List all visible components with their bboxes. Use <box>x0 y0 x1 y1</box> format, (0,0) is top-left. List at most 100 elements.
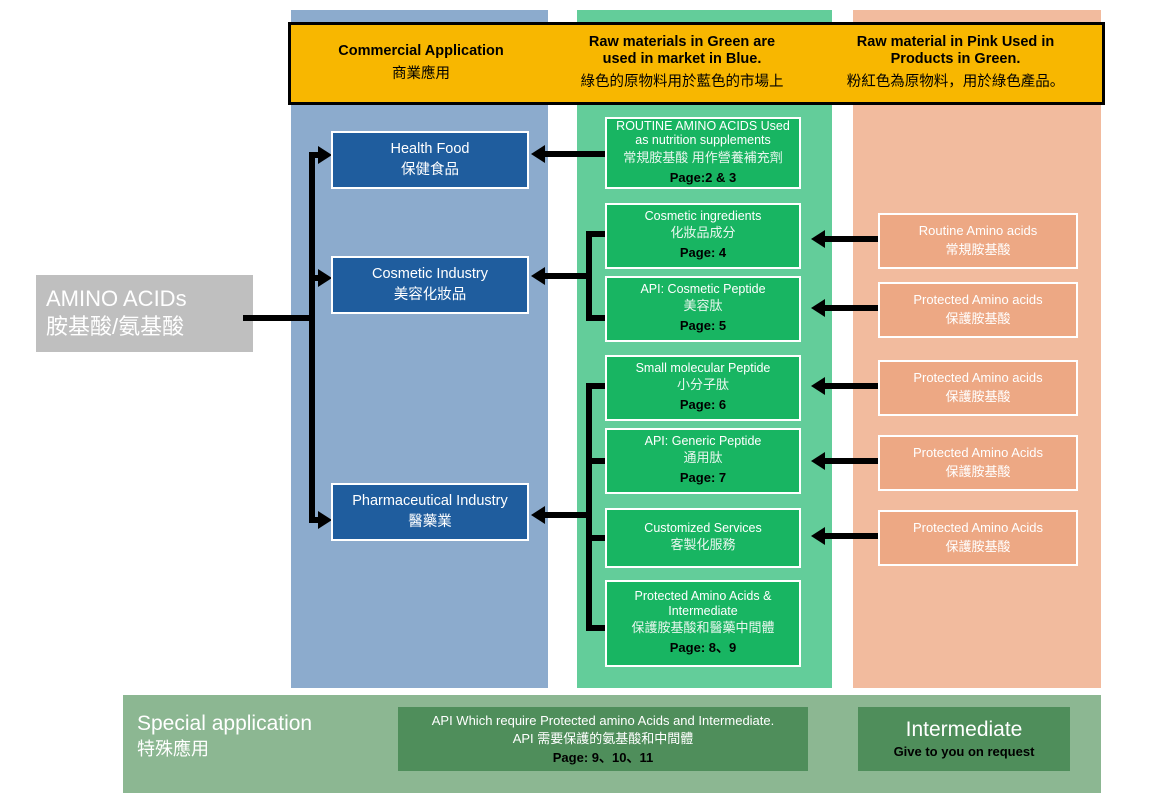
raw-3-zh: 保護胺基酸 <box>945 464 1011 479</box>
special-api-zh: API 需要保護的氨基酸和中間體 <box>512 730 694 746</box>
connector-raw0-to-product1 <box>825 236 880 242</box>
raw-3-en: Protected Amino Acids <box>912 445 1044 460</box>
product-box-protected-amino-acids-intermediate[interactable]: Protected Amino Acids & Intermediate 保護胺… <box>605 580 801 667</box>
arrow-raw1-to-product2-icon <box>811 299 825 317</box>
arrow-to-pharmaceutical-market-icon <box>531 506 545 524</box>
arrow-product0-to-health-food-icon <box>531 145 545 163</box>
raw-material-box-protected-amino-acids-3[interactable]: Protected Amino Acids 保護胺基酸 <box>878 435 1078 491</box>
raw-1-en: Protected Amino acids <box>913 292 1043 307</box>
legend-green-en-line2: used in market in Blue. <box>602 51 762 67</box>
product-box-small-molecular-peptide[interactable]: Small molecular Peptide 小分子肽 Page: 6 <box>605 355 801 421</box>
legend-commercial-en: Commercial Application <box>338 42 504 59</box>
product-4-zh: 通用肽 <box>683 450 723 466</box>
source-trunk-horizontal <box>243 315 315 321</box>
connector-to-cosmetic-industry <box>309 275 323 281</box>
connector-to-health-food <box>309 152 323 158</box>
special-application-zh: 特殊應用 <box>137 738 209 759</box>
product-box-api-cosmetic-peptide[interactable]: API: Cosmetic Peptide 美容肽 Page: 5 <box>605 276 801 342</box>
special-application-en: Special application <box>137 711 313 735</box>
product-1-en-line1: Cosmetic ingredients <box>644 208 762 223</box>
product-1-zh: 化妝品成分 <box>670 225 736 241</box>
bracket-pharma-stub-2 <box>586 458 608 464</box>
raw-1-zh: 保護胺基酸 <box>945 311 1011 326</box>
product-4-en-line1: API: Generic Peptide <box>644 433 762 448</box>
special-application-title: Special application 特殊應用 <box>137 700 367 770</box>
raw-4-zh: 保護胺基酸 <box>945 539 1011 554</box>
arrow-to-health-food-icon <box>318 146 332 164</box>
legend-banner: Commercial Application 商業應用 Raw material… <box>288 22 1105 105</box>
market-cosmetic-industry-en: Cosmetic Industry <box>371 265 489 282</box>
raw-material-box-protected-amino-acids-2[interactable]: Protected Amino acids 保護胺基酸 <box>878 360 1078 416</box>
legend-pink-zh: 粉紅色為原物料，用於綠色產品。 <box>846 74 1065 90</box>
connector-raw2-to-product3 <box>825 383 880 389</box>
amino-acids-zh: 胺基酸/氨基酸 <box>46 314 185 339</box>
product-0-page: Page:2 & 3 <box>669 169 737 185</box>
legend-pink-en-line2: Products in Green. <box>890 51 1021 67</box>
product-0-zh: 常規胺基酸 用作營養補充劑 <box>623 149 783 165</box>
special-api-box[interactable]: API Which require Protected amino Acids … <box>398 707 808 771</box>
raw-material-box-protected-amino-acids-1[interactable]: Protected Amino acids 保護胺基酸 <box>878 282 1078 338</box>
connector-raw1-to-product2 <box>825 305 880 311</box>
product-6-zh: 保護胺基酸和醫藥中間體 <box>631 620 775 635</box>
legend-green-raw-materials: Raw materials in Green are used in marke… <box>551 25 813 102</box>
intermediate-subtitle: Give to you on request <box>893 744 1035 759</box>
product-5-en-line1: Customized Services <box>644 520 762 535</box>
connector-raw4-to-product5 <box>825 533 880 539</box>
product-3-page: Page: 6 <box>679 397 727 413</box>
connector-product0-to-health-food <box>545 151 605 157</box>
arrow-raw3-to-product4-icon <box>811 452 825 470</box>
bracket-pharma-vertical <box>586 383 592 631</box>
arrow-to-cosmetic-market-icon <box>531 267 545 285</box>
market-health-food-en: Health Food <box>390 140 470 157</box>
product-2-zh: 美容肽 <box>683 298 723 314</box>
bracket-pharma-stub-4 <box>586 625 608 631</box>
arrow-raw4-to-product5-icon <box>811 527 825 545</box>
raw-2-zh: 保護胺基酸 <box>945 389 1011 404</box>
product-2-en-line1: API: Cosmetic Peptide <box>640 281 766 296</box>
raw-materials-pink-band <box>853 10 1101 688</box>
legend-commercial-zh: 商業應用 <box>392 65 450 82</box>
bracket-cosmetic-top-stub <box>586 231 608 237</box>
market-health-food-zh: 保健食品 <box>401 161 459 178</box>
product-2-page: Page: 5 <box>679 318 727 334</box>
legend-pink-en-line1: Raw material in Pink Used in <box>856 34 1055 50</box>
arrow-raw2-to-product3-icon <box>811 377 825 395</box>
raw-material-box-routine-amino-acids[interactable]: Routine Amino acids 常規胺基酸 <box>878 213 1078 269</box>
market-cosmetic-industry-zh: 美容化妝品 <box>393 286 467 303</box>
market-box-health-food[interactable]: Health Food 保健食品 <box>331 131 529 189</box>
product-box-api-generic-peptide[interactable]: API: Generic Peptide 通用肽 Page: 7 <box>605 428 801 494</box>
product-box-customized-services[interactable]: Customized Services 客製化服務 <box>605 508 801 568</box>
product-box-routine-amino-acids[interactable]: ROUTINE AMINO ACIDS Used as nutrition su… <box>605 117 801 189</box>
product-6-page: Page: 8、9 <box>669 640 737 655</box>
bracket-cosmetic-bottom-stub <box>586 315 608 321</box>
connector-cosmetic-to-market <box>545 273 590 279</box>
arrow-to-cosmetic-industry-icon <box>318 269 332 287</box>
raw-0-zh: 常規胺基酸 <box>945 242 1011 257</box>
legend-commercial-application: Commercial Application 商業應用 <box>291 25 551 102</box>
legend-green-zh: 綠色的原物料用於藍色的市場上 <box>580 74 784 90</box>
market-pharmaceutical-zh: 醫藥業 <box>408 513 452 530</box>
product-6-en-line1: Protected Amino Acids & <box>634 589 772 603</box>
connector-raw3-to-product4 <box>825 458 880 464</box>
intermediate-title: Intermediate <box>905 718 1023 741</box>
market-box-pharmaceutical-industry[interactable]: Pharmaceutical Industry 醫藥業 <box>331 483 529 541</box>
product-4-page: Page: 7 <box>679 470 727 486</box>
amino-acids-source-label: AMINO ACIDs 胺基酸/氨基酸 <box>36 275 253 352</box>
arrow-to-pharmaceutical-icon <box>318 511 332 529</box>
intermediate-box[interactable]: Intermediate Give to you on request <box>858 707 1070 771</box>
raw-material-box-protected-amino-acids-4[interactable]: Protected Amino Acids 保護胺基酸 <box>878 510 1078 566</box>
product-1-page: Page: 4 <box>679 245 727 261</box>
special-api-page: Page: 9、10、11 <box>552 749 654 765</box>
product-box-cosmetic-ingredients[interactable]: Cosmetic ingredients 化妝品成分 Page: 4 <box>605 203 801 269</box>
product-0-en-line1: ROUTINE AMINO ACIDS Used <box>616 118 790 133</box>
market-box-cosmetic-industry[interactable]: Cosmetic Industry 美容化妝品 <box>331 256 529 314</box>
amino-acids-en: AMINO ACIDs <box>46 286 187 311</box>
bracket-pharma-stub-1 <box>586 383 608 389</box>
bracket-pharma-stub-3 <box>586 535 608 541</box>
legend-green-en-line1: Raw materials in Green are <box>588 34 776 50</box>
legend-pink-raw-material: Raw material in Pink Used in Products in… <box>813 25 1098 102</box>
product-6-en-line2: Intermediate <box>668 603 738 618</box>
raw-2-en: Protected Amino acids <box>913 370 1043 385</box>
product-5-zh: 客製化服務 <box>670 537 736 553</box>
connector-to-pharmaceutical <box>309 517 323 523</box>
